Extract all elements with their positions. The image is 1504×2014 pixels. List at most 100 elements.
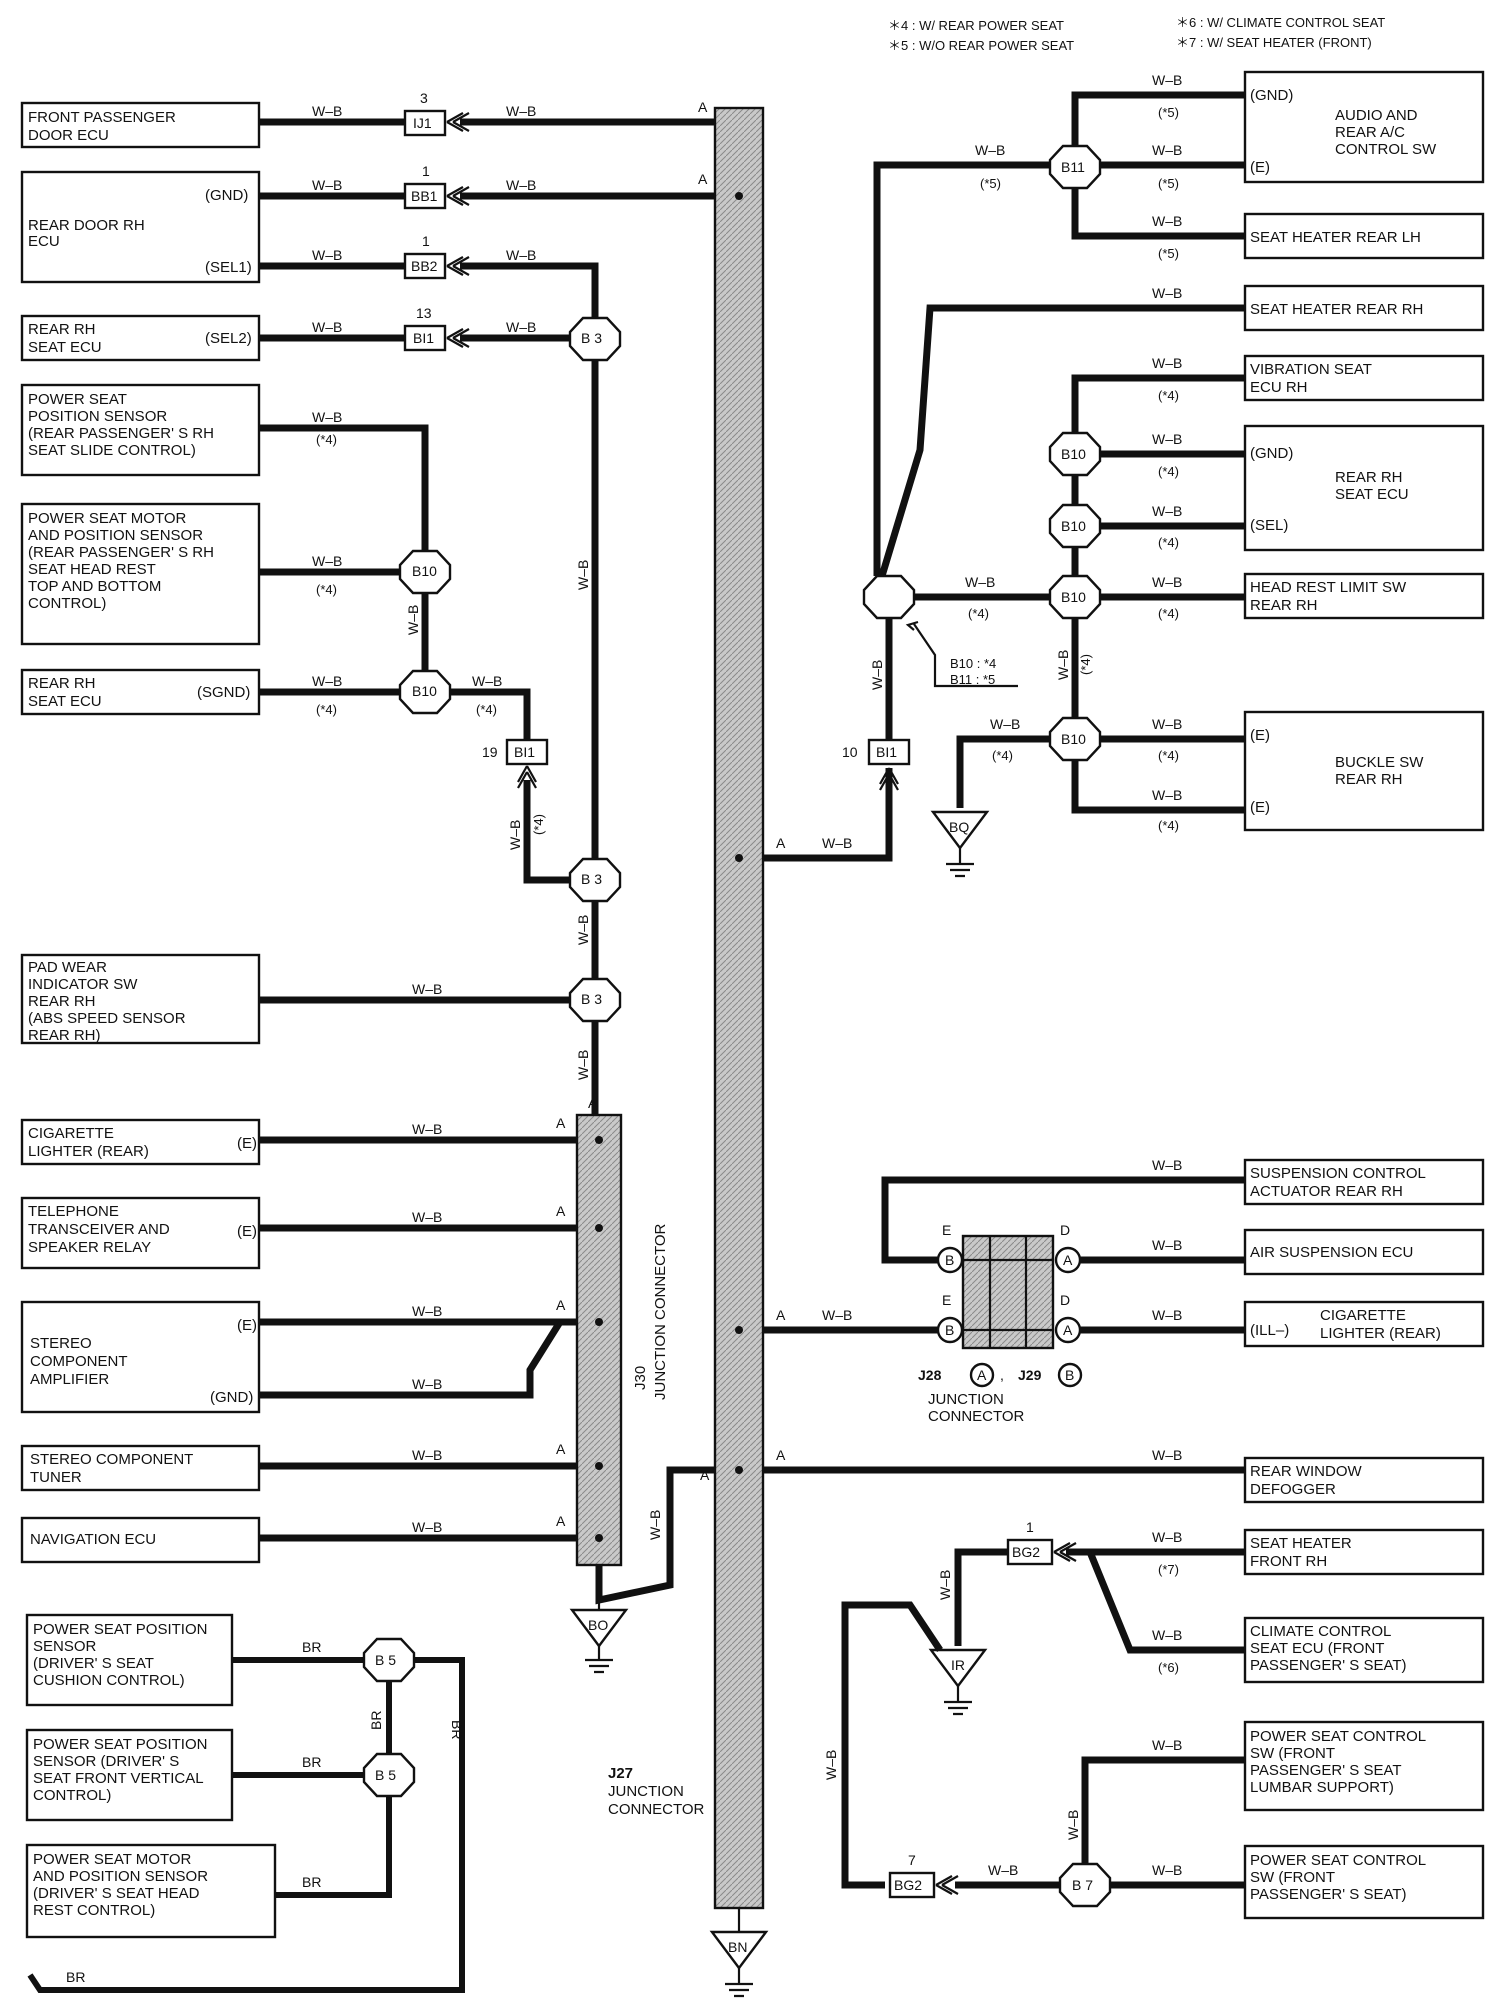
svg-text:SENSOR (DRIVER' S: SENSOR (DRIVER' S: [33, 1753, 179, 1770]
ground-ir: IR: [928, 1648, 988, 1716]
legend: ＊4 : W/ REAR POWER SEAT ＊5 : W/O REAR PO…: [888, 15, 1385, 53]
svg-text:POWER SEAT CONTROL: POWER SEAT CONTROL: [1250, 1852, 1426, 1869]
j30-dots: [595, 1136, 603, 1542]
svg-text:A: A: [698, 171, 708, 187]
connector-bg2-1: BG2 1: [1006, 1519, 1054, 1566]
svg-text:(*4): (*4): [1158, 606, 1179, 621]
svg-text:A: A: [700, 1467, 710, 1483]
svg-text:W–B: W–B: [975, 142, 1005, 158]
svg-text:(*4): (*4): [992, 748, 1013, 763]
box-suspension-control-actuator: SUSPENSION CONTROL ACTUATOR REAR RH: [1243, 1158, 1485, 1206]
box-driver-cushion-sensor: POWER SEAT POSITION SENSOR (DRIVER' S SE…: [25, 1613, 234, 1707]
svg-text:REAR RH: REAR RH: [1335, 469, 1403, 486]
box-power-seat-position-sensor-slide: POWER SEAT POSITION SENSOR (REAR PASSENG…: [20, 383, 261, 477]
ground-bn: BN: [709, 1930, 769, 1998]
svg-text:BR: BR: [302, 1639, 321, 1655]
svg-text:(*4): (*4): [1158, 818, 1179, 833]
svg-text:BG2: BG2: [894, 1877, 922, 1893]
svg-text:D: D: [1060, 1292, 1070, 1308]
svg-text:(SEL): (SEL): [1250, 517, 1288, 534]
splice-b3-mid: B 3: [568, 857, 622, 903]
svg-text:W–B: W–B: [1152, 1862, 1182, 1878]
svg-text:NAVIGATION ECU: NAVIGATION ECU: [30, 1531, 156, 1548]
svg-text:B 3: B 3: [581, 871, 602, 887]
svg-text:W–B: W–B: [1152, 716, 1182, 732]
svg-text:B 3: B 3: [581, 991, 602, 1007]
svg-text:W–B: W–B: [1152, 1307, 1182, 1323]
box-rear-rh-seat-ecu-1: REAR RH SEAT ECU (SEL2): [20, 314, 261, 362]
svg-text:AUDIO AND: AUDIO AND: [1335, 107, 1418, 124]
svg-text:FRONT RH: FRONT RH: [1250, 1553, 1327, 1570]
svg-text:REAR RH: REAR RH: [1250, 597, 1318, 614]
svg-text:POWER SEAT POSITION: POWER SEAT POSITION: [33, 1621, 207, 1638]
svg-text:BO: BO: [588, 1617, 608, 1633]
svg-text:REAR RH: REAR RH: [28, 675, 96, 692]
svg-text:JUNCTION CONNECTOR: JUNCTION CONNECTOR: [652, 1223, 669, 1400]
svg-text:(*5): (*5): [1158, 105, 1179, 120]
svg-text:W–B: W–B: [405, 605, 421, 635]
svg-text:CONTROL): CONTROL): [33, 1787, 111, 1804]
box-air-suspension-ecu: AIR SUSPENSION ECU: [1243, 1228, 1485, 1276]
svg-text:(E): (E): [1250, 799, 1270, 816]
svg-text:SEAT ECU: SEAT ECU: [1335, 486, 1409, 503]
svg-text:(E): (E): [237, 1135, 257, 1152]
svg-text:W–B: W–B: [412, 1447, 442, 1463]
svg-text:(REAR PASSENGER' S RH: (REAR PASSENGER' S RH: [28, 544, 214, 561]
splice-b7: B 7: [1058, 1862, 1112, 1908]
svg-text:REAR RH: REAR RH: [28, 321, 96, 338]
box-stereo-component-tuner: STEREO COMPONENT TUNER: [20, 1444, 261, 1492]
svg-text:W–B: W–B: [1152, 1529, 1182, 1545]
svg-text:W–B: W–B: [1152, 1237, 1182, 1253]
svg-text:W–B: W–B: [507, 820, 523, 850]
svg-text:REAR DOOR RH: REAR DOOR RH: [28, 217, 145, 234]
svg-text:B10 : *4: B10 : *4: [950, 656, 996, 671]
svg-text:CIGARETTE: CIGARETTE: [28, 1125, 114, 1142]
svg-text:W–B: W–B: [1152, 1157, 1182, 1173]
svg-text:(*4): (*4): [968, 606, 989, 621]
svg-text:TRANSCEIVER AND: TRANSCEIVER AND: [28, 1221, 170, 1238]
svg-text:13: 13: [416, 305, 432, 321]
svg-text:W–B: W–B: [822, 1307, 852, 1323]
svg-text:REAR RH): REAR RH): [28, 1027, 101, 1044]
svg-text:IJ1: IJ1: [413, 115, 432, 131]
svg-text:(*4): (*4): [316, 702, 337, 717]
svg-text:W–B: W–B: [822, 835, 852, 851]
svg-text:,: ,: [1000, 1367, 1004, 1383]
box-power-seat-control-sw: POWER SEAT CONTROL SW (FRONT PASSENGER' …: [1243, 1844, 1485, 1920]
j27-label: J27 JUNCTION CONNECTOR: [608, 1765, 705, 1818]
svg-text:BR: BR: [449, 1720, 465, 1739]
svg-text:AND POSITION SENSOR: AND POSITION SENSOR: [33, 1868, 208, 1885]
svg-text:(*5): (*5): [980, 176, 1001, 191]
svg-text:W–B: W–B: [823, 1750, 839, 1780]
box-buckle-sw: (E) (E) BUCKLE SW REAR RH: [1243, 710, 1485, 832]
box-audio-rear-ac-control: (GND) (E) AUDIO AND REAR A/C CONTROL SW: [1243, 70, 1485, 184]
svg-text:A: A: [776, 1307, 786, 1323]
svg-text:SEAT HEATER: SEAT HEATER: [1250, 1535, 1352, 1552]
svg-text:BR: BR: [302, 1754, 321, 1770]
svg-text:W–B: W–B: [1152, 1627, 1182, 1643]
legend-note-5: ＊5 : W/O REAR POWER SEAT: [888, 38, 1074, 53]
svg-text:(ILL–): (ILL–): [1250, 1322, 1289, 1339]
svg-text:W–B: W–B: [312, 673, 342, 689]
svg-text:CONNECTOR: CONNECTOR: [608, 1801, 705, 1818]
svg-text:W–B: W–B: [506, 177, 536, 193]
svg-text:VIBRATION SEAT: VIBRATION SEAT: [1250, 361, 1372, 378]
svg-text:1: 1: [422, 163, 430, 179]
svg-text:ACTUATOR REAR RH: ACTUATOR REAR RH: [1250, 1183, 1403, 1200]
box-vibration-seat-ecu: VIBRATION SEAT ECU RH: [1243, 354, 1485, 402]
box-rear-door-rh-ecu: REAR DOOR RH ECU (GND) (SEL1): [20, 170, 261, 284]
svg-text:BR: BR: [66, 1969, 85, 1985]
svg-text:(*4): (*4): [316, 582, 337, 597]
svg-text:A: A: [776, 835, 786, 851]
connector-bg2-7: BG2 7: [888, 1852, 936, 1899]
svg-text:(*4): (*4): [1158, 748, 1179, 763]
svg-text:(GND): (GND): [210, 1389, 253, 1406]
splice-b3-low: B 3: [568, 977, 622, 1023]
svg-text:CLIMATE CONTROL: CLIMATE CONTROL: [1250, 1623, 1391, 1640]
wire-label: W–B: [506, 103, 536, 119]
svg-text:CONTROL SW: CONTROL SW: [1335, 141, 1437, 158]
svg-text:REAR WINDOW: REAR WINDOW: [1250, 1463, 1363, 1480]
splice-b10-left-2: B10: [398, 669, 452, 715]
svg-text:BUCKLE SW: BUCKLE SW: [1335, 754, 1424, 771]
